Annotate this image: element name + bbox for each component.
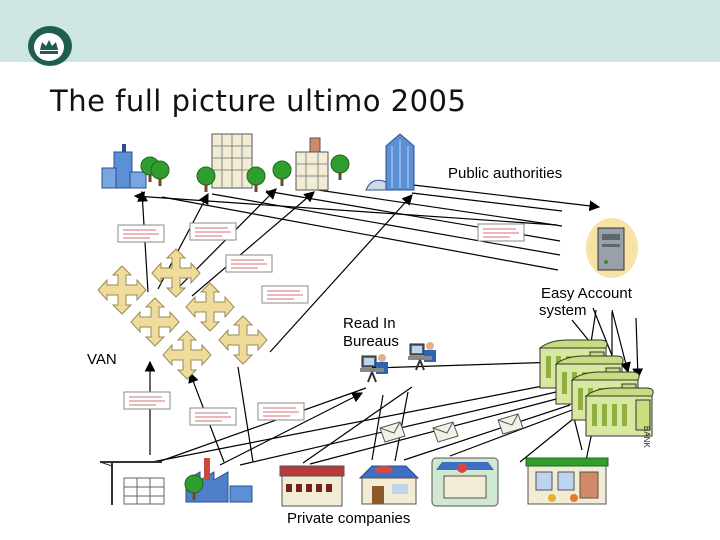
building-icon	[272, 137, 350, 191]
document-icon	[189, 407, 237, 426]
building-icon	[365, 133, 415, 191]
construction-site-icon	[99, 461, 165, 505]
bank-icon: BANK	[539, 339, 654, 448]
read-in-label-line1: Read In	[343, 315, 396, 332]
private-companies-label: Private companies	[287, 510, 411, 527]
public-authorities-label: Public authorities	[448, 165, 563, 182]
header-band	[0, 0, 720, 62]
envelope-icon	[379, 421, 406, 443]
document-icon	[477, 223, 525, 242]
shop-icon	[525, 457, 609, 505]
server-icon	[586, 218, 638, 278]
easy-account-label-line2: system	[539, 302, 587, 319]
building-icon	[101, 144, 170, 189]
document-icon	[189, 222, 237, 241]
bank-sign: BANK	[642, 426, 651, 448]
read-in-label-line2: Bureaus	[343, 333, 399, 350]
store-icon	[358, 465, 420, 505]
easy-account-label-line1: Easy Account	[541, 285, 632, 302]
document-icon	[123, 391, 171, 410]
document-icon	[257, 402, 305, 421]
document-icon	[117, 224, 165, 243]
van-label: VAN	[87, 351, 117, 368]
crown-shield-logo	[28, 26, 72, 66]
building-icon	[196, 133, 266, 193]
page-title: The full picture ultimo 2005	[50, 84, 467, 118]
document-icon	[261, 285, 309, 304]
envelope-icon	[432, 421, 459, 443]
shop-icon	[279, 465, 345, 507]
document-icon	[225, 254, 273, 273]
market-stall-icon	[431, 457, 499, 507]
factory-icon	[184, 458, 253, 503]
computer-operator-icon	[359, 353, 389, 383]
envelope-icon	[497, 413, 524, 435]
